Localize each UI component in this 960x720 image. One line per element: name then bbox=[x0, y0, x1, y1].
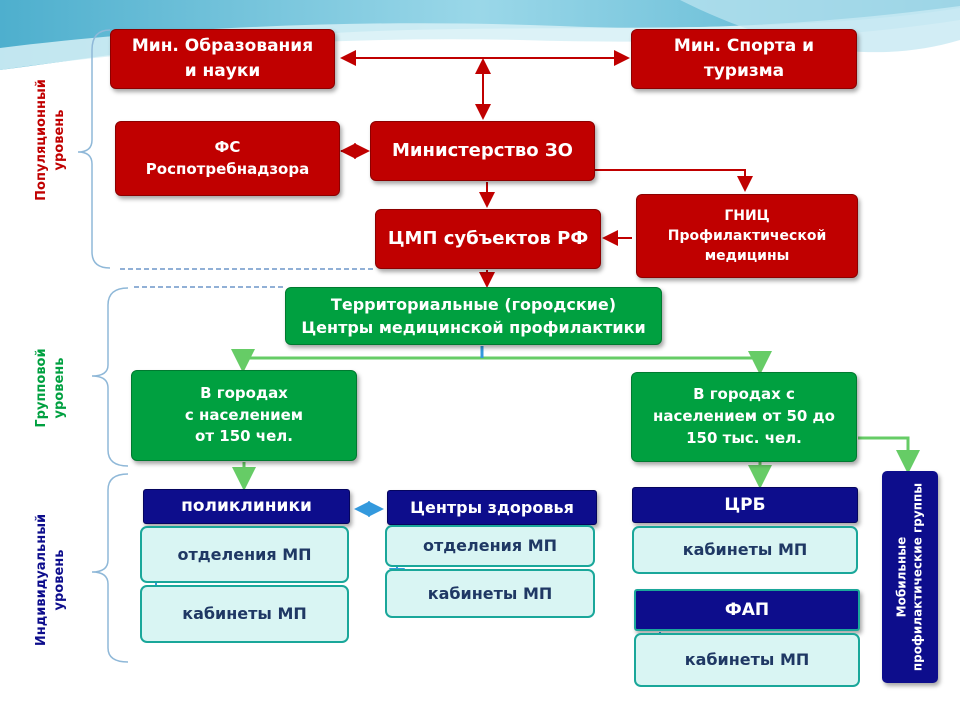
node-fap-cabinets: кабинеты МП bbox=[634, 633, 860, 687]
node-city-50-150-line3: 150 тыс. чел. bbox=[686, 428, 802, 447]
node-polyclinics-label: поликлиники bbox=[181, 496, 312, 517]
node-territorial: Территориальные (городские) Центры медиц… bbox=[285, 287, 662, 345]
level-label-population: Популяционный уровень bbox=[23, 30, 79, 250]
node-city-150-line3: от 150 чел. bbox=[195, 427, 293, 446]
node-crb-cabinets-label: кабинеты МП bbox=[682, 540, 808, 560]
level-label-population-line1: Популяционный bbox=[34, 79, 50, 201]
node-mobile-groups-line2: профилактические группы bbox=[910, 482, 924, 672]
node-cmp-label: ЦМП субъектов РФ bbox=[387, 227, 589, 249]
level-brackets bbox=[77, 29, 129, 663]
level-label-group: Групповой уровень bbox=[23, 278, 79, 498]
node-hc-cabinets-label: кабинеты МП bbox=[427, 583, 553, 603]
node-min-sport-line2: туризма bbox=[703, 61, 785, 81]
node-min-education-line2: и науки bbox=[184, 61, 261, 81]
level-label-individual-line2: уровень bbox=[52, 549, 67, 611]
node-city-50-150: В городах с населением от 50 до 150 тыс.… bbox=[631, 372, 857, 462]
node-mobile-groups-line1: Мобильные bbox=[894, 536, 909, 618]
node-min-education: Мин. Образования и науки bbox=[110, 29, 335, 89]
node-poly-departments: отделения МП bbox=[140, 526, 349, 583]
node-min-education-line1: Мин. Образования bbox=[131, 36, 314, 57]
node-fap-label: ФАП bbox=[724, 599, 770, 620]
node-territorial-line1: Территориальные (городские) bbox=[330, 294, 617, 314]
node-crb: ЦРБ bbox=[632, 487, 858, 523]
node-poly-cabinets-label: кабинеты МП bbox=[182, 604, 307, 624]
level-label-individual: Индивидуальный уровень bbox=[23, 470, 79, 690]
node-gnic: ГНИЦ Профилактической медицины bbox=[636, 194, 858, 278]
node-min-sport-line1: Мин. Спорта и bbox=[673, 36, 815, 57]
node-fs-line2: Роспотребнадзора bbox=[145, 159, 310, 178]
level-label-group-line2: уровень bbox=[52, 357, 67, 419]
level-label-group-line1: Групповой bbox=[34, 348, 50, 428]
node-crb-cabinets: кабинеты МП bbox=[632, 526, 858, 574]
node-health-centers: Центры здоровья bbox=[387, 490, 597, 525]
node-poly-departments-label: отделения МП bbox=[177, 544, 312, 564]
green-connectors bbox=[231, 349, 920, 491]
node-hc-departments-label: отделения МП bbox=[422, 536, 558, 556]
node-city-150: В городах с населением от 150 чел. bbox=[131, 370, 357, 461]
node-city-50-150-line1: В городах с bbox=[693, 385, 795, 404]
node-fap: ФАП bbox=[634, 589, 860, 631]
node-health-centers-label: Центры здоровья bbox=[410, 497, 574, 517]
node-crb-label: ЦРБ bbox=[724, 494, 766, 515]
node-city-50-150-line2: населением от 50 до bbox=[653, 407, 835, 426]
red-connectors bbox=[340, 50, 753, 288]
level-label-population-line2: уровень bbox=[52, 109, 67, 171]
node-ministry-zo: Министерство ЗО bbox=[370, 121, 595, 181]
node-min-sport: Мин. Спорта и туризма bbox=[631, 29, 857, 89]
node-hc-cabinets: кабинеты МП bbox=[385, 569, 595, 618]
node-fap-cabinets-label: кабинеты МП bbox=[684, 650, 810, 670]
level-label-individual-line1: Индивидуальный bbox=[34, 513, 50, 647]
node-gnic-line1: ГНИЦ bbox=[724, 207, 770, 224]
node-polyclinics: поликлиники bbox=[143, 489, 350, 524]
node-gnic-line2: Профилактической bbox=[667, 227, 827, 244]
node-city-150-line2: с населением bbox=[184, 405, 304, 424]
node-mobile-groups-text: Мобильные профилактические группы bbox=[894, 477, 925, 677]
node-hc-departments: отделения МП bbox=[385, 525, 595, 567]
node-city-150-line1: В городах bbox=[200, 383, 288, 402]
node-fs-rospotrebnadzor: ФС Роспотребнадзора bbox=[115, 121, 340, 196]
node-fs-line1: ФС bbox=[214, 137, 241, 156]
node-cmp: ЦМП субъектов РФ bbox=[375, 209, 601, 269]
node-mobile-groups: Мобильные профилактические группы bbox=[882, 471, 938, 683]
node-poly-cabinets: кабинеты МП bbox=[140, 585, 349, 643]
node-ministry-zo-label: Министерство ЗО bbox=[392, 139, 573, 161]
node-gnic-line3: медицины bbox=[704, 248, 790, 265]
level-dividers bbox=[120, 268, 375, 288]
node-territorial-line2: Центры медицинской профилактики bbox=[301, 318, 646, 337]
